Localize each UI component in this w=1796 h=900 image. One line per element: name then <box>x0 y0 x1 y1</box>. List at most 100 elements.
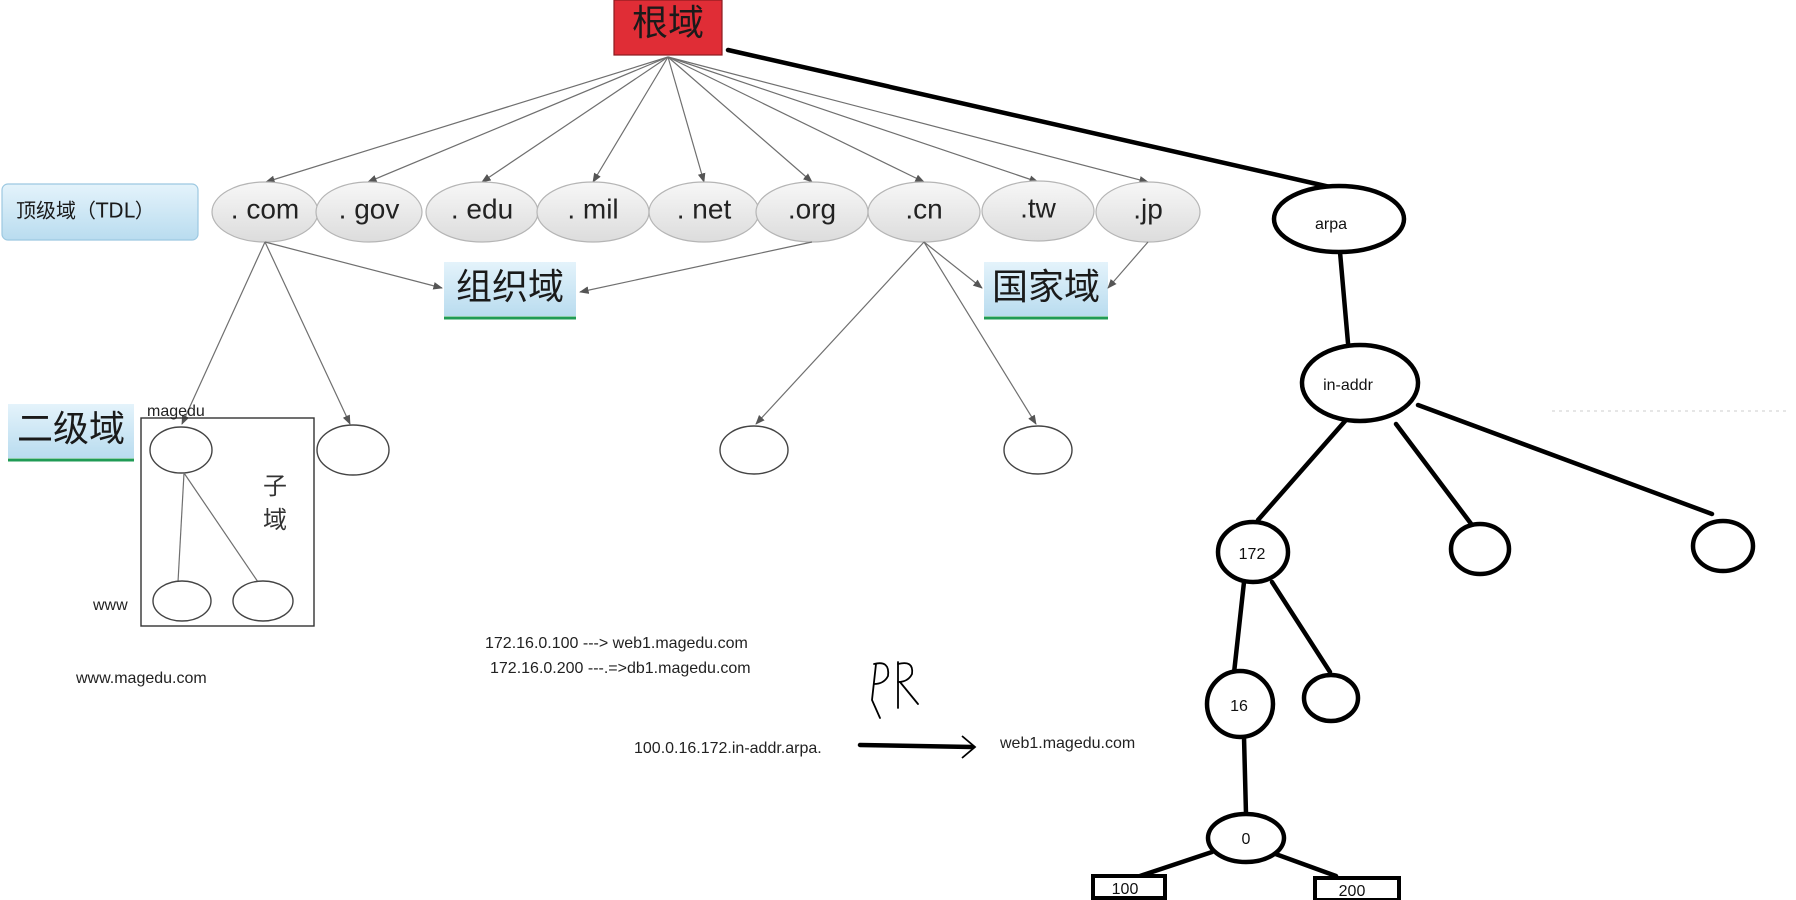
edge-magedu-www <box>177 472 185 583</box>
ptr-arrow-line <box>857 742 975 750</box>
octet-172-label: 172 <box>1239 546 1266 563</box>
root-domain-node: 根域 <box>613 0 723 56</box>
edge-root-cn <box>667 56 925 183</box>
tld-net: . net <box>648 181 760 243</box>
edge-magedu-other <box>183 472 259 583</box>
reverse-tree-edges <box>1137 249 1715 879</box>
tld-tw: .tw <box>981 180 1095 242</box>
tld-gov: . gov <box>315 181 423 243</box>
subdomain-box-label: 子 域 <box>263 472 287 534</box>
root-connectors <box>265 47 1333 190</box>
other-host-node <box>232 580 294 622</box>
edge-org-org-domain <box>579 241 813 294</box>
edge-172-16 <box>1231 579 1247 676</box>
edge-inaddr-mid <box>1393 421 1475 528</box>
edge-0-200 <box>1267 849 1339 879</box>
scribble-stroke-1 <box>871 663 881 719</box>
octet-0-ellipse <box>1205 811 1287 865</box>
tld-com: . com <box>211 181 319 243</box>
edge-root-tw <box>667 56 1039 183</box>
leaf-100-box <box>1091 874 1167 900</box>
leaf-200-label: 200 <box>1339 883 1366 900</box>
magedu-node <box>149 426 213 474</box>
second-level-label: 二级域 <box>8 404 134 462</box>
fqdn-label: www.magedu.com <box>75 670 207 687</box>
country-domain-label: 国家域 <box>984 262 1108 320</box>
second-level-text: 二级域 <box>17 409 125 450</box>
tld-edu: . edu <box>425 181 539 243</box>
in-addr-label: in-addr <box>1323 377 1373 394</box>
tld-mil: . mil <box>536 181 650 243</box>
tld-tw-ellipse <box>981 180 1095 242</box>
tld-cn-label: .cn <box>905 193 942 224</box>
tld-jp: .jp <box>1095 181 1201 243</box>
edge-cn-second <box>923 241 1037 425</box>
tld-gov-label: . gov <box>339 193 400 224</box>
record-annotations: 172.16.0.100 ---> web1.magedu.com 172.16… <box>485 635 1135 759</box>
edge-172-other <box>1269 579 1333 675</box>
leaf-100-node: 100 <box>1091 874 1167 900</box>
country-domain-text: 国家域 <box>992 267 1100 308</box>
org-domain-label: 组织域 <box>444 262 576 320</box>
edge-com-second <box>264 241 351 425</box>
edge-0-100 <box>1137 849 1215 879</box>
www-label: www <box>92 597 128 614</box>
octet-16-label: 16 <box>1230 698 1248 715</box>
subdomain-char-2: 域 <box>263 506 287 534</box>
tld-org: .org <box>755 181 869 243</box>
reverse-tree-nodes: arpa in-addr 172 16 0 100 200 <box>1091 183 1756 900</box>
org-domain-text: 组织域 <box>456 267 564 308</box>
edge-root-arpa <box>725 47 1333 190</box>
root-label: 根域 <box>632 3 704 44</box>
handwritten-scribble <box>871 661 919 719</box>
second-level-box <box>8 404 134 458</box>
magedu-label: magedu <box>147 403 205 420</box>
edge-jp-country-domain <box>1107 241 1149 289</box>
edge-root-net <box>667 56 706 183</box>
edge-root-gov <box>367 56 669 183</box>
leaf-100-label: 100 <box>1112 881 1139 898</box>
edge-root-org <box>667 56 813 183</box>
ptr-query-text: 100.0.16.172.in-addr.arpa. <box>634 740 822 757</box>
octet-16-ellipse <box>1204 668 1276 740</box>
tld-jp-label: .jp <box>1133 193 1163 224</box>
octet-172-ellipse <box>1215 519 1291 585</box>
edge-root-com <box>265 56 669 184</box>
leaf-200-box <box>1313 876 1401 900</box>
second-level-nodes <box>316 424 1073 476</box>
tld-row: . com . gov . edu . mil . net .org .cn <box>211 180 1201 243</box>
in-addr-ellipse <box>1299 342 1421 424</box>
ptr-answer-text: web1.magedu.com <box>999 735 1135 752</box>
edge-root-mil <box>592 56 669 183</box>
edge-cn-country-domain <box>923 241 983 289</box>
cn-child-node-2 <box>1003 425 1073 475</box>
tld-cn: .cn <box>867 181 981 243</box>
octet-172-other-child <box>1301 672 1361 724</box>
edge-root-edu <box>481 56 669 183</box>
forward-record-1: 172.16.0.100 ---> web1.magedu.com <box>485 635 748 652</box>
root-box <box>613 0 723 56</box>
inaddr-right-child <box>1690 518 1756 574</box>
arpa-label: arpa <box>1315 216 1347 233</box>
edge-com-magedu <box>181 241 266 425</box>
country-domain-box <box>984 262 1108 316</box>
com-child-node <box>316 424 390 476</box>
scribble-stroke-2 <box>873 662 890 685</box>
tld-edu-label: . edu <box>451 193 513 224</box>
octet-0-label: 0 <box>1242 831 1251 848</box>
edge-16-0 <box>1241 734 1249 817</box>
arpa-ellipse <box>1271 183 1407 255</box>
tld-com-label: . com <box>231 193 299 224</box>
tld-label-box <box>1 183 199 241</box>
second-level-connectors <box>181 241 1037 425</box>
tld-mil-label: . mil <box>567 193 618 224</box>
octet-172-node: 172 <box>1215 519 1291 585</box>
tld-gov-ellipse <box>315 181 423 243</box>
subdomain-box <box>140 417 315 627</box>
ptr-arrow-head <box>961 735 977 759</box>
edge-inaddr-right <box>1415 402 1715 517</box>
tld-org-label: .org <box>788 193 836 224</box>
scribble-stroke-4 <box>897 662 914 683</box>
tld-tw-label: .tw <box>1020 192 1057 223</box>
edge-com-org-domain <box>264 241 443 290</box>
